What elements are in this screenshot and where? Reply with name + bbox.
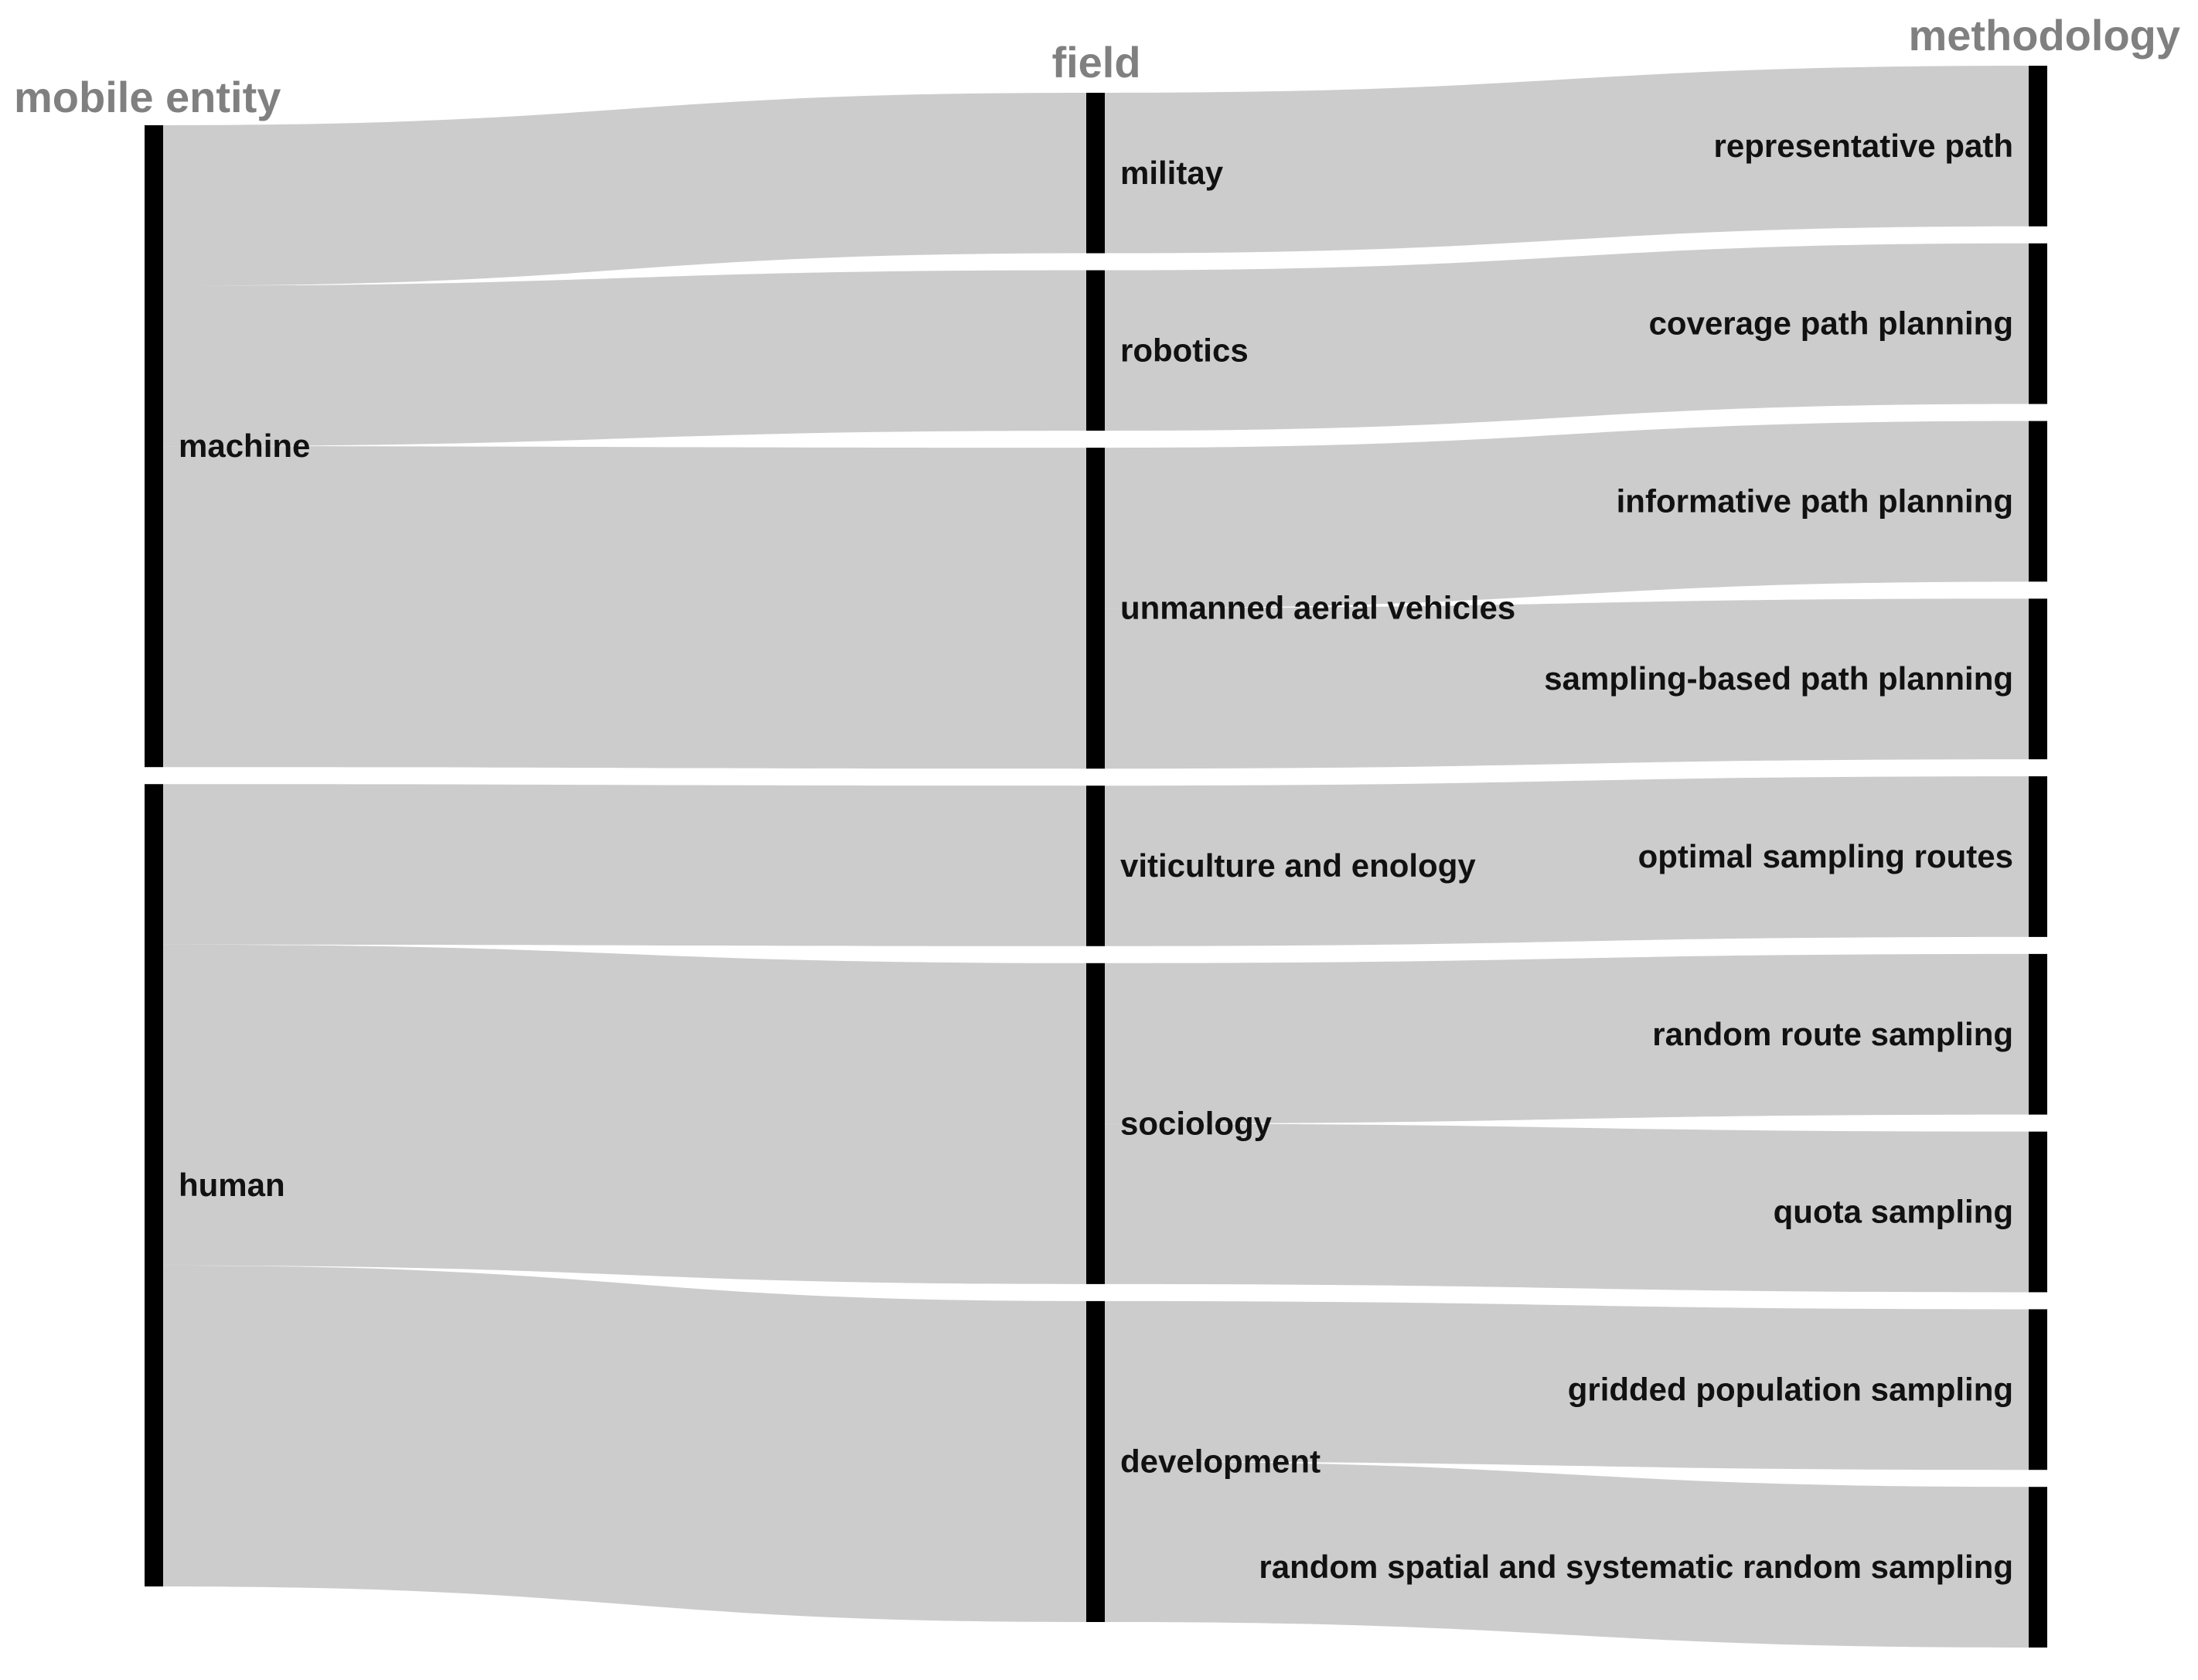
node-bar-militay [1086, 93, 1105, 254]
node-label-development: development [1120, 1443, 1321, 1479]
flow-sociology-to-random_route [1105, 953, 2029, 1124]
flow-viticulture-to-optimal [1105, 776, 2029, 946]
node-label-robotics: robotics [1120, 332, 1249, 368]
flows-layer [163, 66, 2029, 1648]
flow-machine-to-uav [163, 446, 1086, 769]
node-label-informative: informative path planning [1617, 482, 2013, 519]
node-label-sociology: sociology [1120, 1105, 1273, 1141]
flow-development-to-gridded [1105, 1300, 2029, 1470]
flow-robotics-to-coverage [1105, 243, 2029, 431]
node-bar-random_spatial [2029, 1487, 2047, 1648]
column-title-mobile-entity: mobile entity [14, 73, 281, 121]
node-bar-gridded [2029, 1309, 2047, 1470]
node-bar-development [1086, 1300, 1105, 1622]
node-bar-sampling_based [2029, 598, 2047, 760]
node-label-quota: quota sampling [1774, 1194, 2013, 1230]
column-title-field: field [1051, 38, 1140, 87]
node-label-random_spatial: random spatial and systematic random sam… [1259, 1549, 2013, 1585]
flow-uav-to-informative [1105, 421, 2029, 608]
flow-uav-to-sampling_based [1105, 598, 2029, 769]
flow-human-to-viticulture [163, 784, 1086, 946]
node-bar-informative [2029, 421, 2047, 582]
node-bar-uav [1086, 448, 1105, 769]
node-label-militay: militay [1120, 155, 1224, 191]
flow-human-to-development [163, 1265, 1086, 1622]
node-bar-robotics [1086, 270, 1105, 431]
node-bar-rep_path [2029, 66, 2047, 227]
flow-development-to-random_spatial [1105, 1461, 2029, 1648]
node-bar-quota [2029, 1131, 2047, 1293]
node-label-gridded: gridded population sampling [1568, 1371, 2013, 1407]
node-bar-sociology [1086, 963, 1105, 1284]
node-label-sampling_based: sampling-based path planning [1544, 660, 2013, 697]
flow-machine-to-robotics [163, 270, 1086, 447]
node-bar-coverage [2029, 243, 2047, 404]
node-bar-machine [145, 125, 163, 768]
labels-layer: machine human militay robotics unmanned aeri… [179, 128, 2013, 1585]
node-label-random_route: random route sampling [1652, 1016, 2013, 1052]
node-bar-random_route [2029, 953, 2047, 1115]
node-bar-viticulture [1086, 785, 1105, 946]
node-bar-human [145, 784, 163, 1587]
node-label-viticulture: viticulture and enology [1120, 847, 1476, 884]
node-label-rep_path: representative path [1714, 128, 2013, 164]
node-label-uav: unmanned aerial vehicles [1120, 590, 1515, 626]
flow-militay-to-rep_path [1105, 66, 2029, 254]
flow-human-to-sociology [163, 944, 1086, 1284]
node-label-human: human [179, 1167, 285, 1203]
node-label-coverage: coverage path planning [1649, 305, 2013, 342]
node-bar-optimal [2029, 776, 2047, 937]
node-label-optimal: optimal sampling routes [1638, 838, 2013, 874]
flow-sociology-to-quota [1105, 1123, 2029, 1293]
column-title-methodology: methodology [1908, 11, 2180, 60]
flow-machine-to-militay [163, 93, 1086, 286]
node-label-machine: machine [179, 428, 310, 464]
nodes-layer [145, 66, 2047, 1648]
